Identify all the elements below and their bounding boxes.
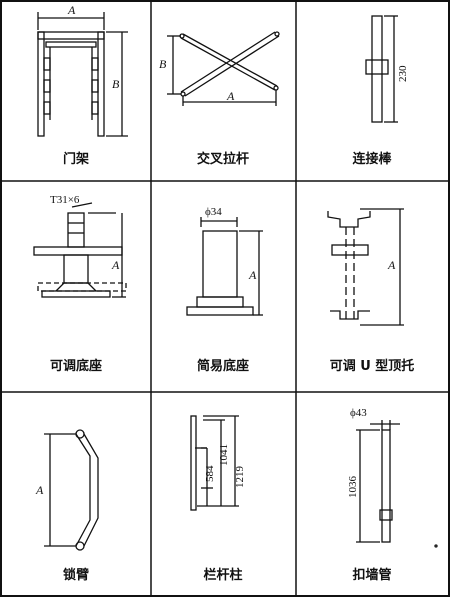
cell-cross-brace: B A 交叉拉杆 — [151, 2, 295, 180]
railing-post-dim-1219: 1219 — [234, 466, 246, 489]
caption-u-head-jack: 可调 U 型顶托 — [329, 359, 415, 374]
simple-base-height-label: A — [248, 268, 257, 282]
wall-tie-tube-length-label: 1036 — [347, 476, 359, 499]
cell-wall-tie-tube: ϕ43 1036 扣墙管 — [300, 394, 444, 594]
cell-railing-post: 584 1041 1219 栏杆柱 — [151, 394, 295, 594]
lock-arm-drawing: A — [35, 429, 99, 551]
cell-lock-arm: A 锁臂 — [4, 394, 148, 594]
caption-railing-post: 栏杆柱 — [203, 568, 243, 583]
caption-simple-base: 简易底座 — [196, 359, 249, 374]
adjustable-base-height-label: A — [111, 258, 120, 272]
u-head-jack-drawing: A — [327, 208, 404, 326]
cell-simple-base: ϕ34 A 简易底座 — [151, 183, 295, 391]
adjustable-base-thread-label: T31×6 — [50, 194, 80, 206]
cross-brace-side-label: B — [159, 57, 167, 71]
caption-door-frame: 门架 — [62, 152, 89, 167]
cross-brace-drawing: B A — [159, 31, 280, 106]
cell-adjustable-base: T31×6 A 可调底座 — [4, 183, 148, 391]
cell-u-head-jack: A 可调 U 型顶托 — [300, 183, 444, 391]
caption-adjustable-base: 可调底座 — [49, 359, 102, 374]
cross-brace-bottom-label: A — [226, 89, 235, 103]
door-frame-width-label: A — [67, 3, 76, 17]
simple-base-diameter-label: ϕ34 — [205, 206, 222, 218]
simple-base-drawing: ϕ34 A — [186, 206, 263, 316]
railing-post-dim-584: 584 — [204, 465, 216, 482]
door-frame-drawing: A B — [37, 3, 128, 137]
railing-post-dim-1041: 1041 — [218, 444, 230, 466]
cell-door-frame: A B 门架 — [4, 2, 148, 180]
cell-connecting-rod: 230 连接棒 — [300, 2, 444, 180]
caption-connecting-rod: 连接棒 — [352, 152, 392, 167]
connecting-rod-drawing: 230 — [365, 15, 409, 123]
adjustable-base-drawing: T31×6 A — [33, 194, 127, 298]
railing-post-drawing: 584 1041 1219 — [190, 415, 246, 511]
caption-cross-brace: 交叉拉杆 — [196, 152, 249, 167]
connecting-rod-length-label: 230 — [397, 65, 409, 82]
door-frame-height-label: B — [112, 77, 120, 91]
lock-arm-length-label: A — [35, 483, 44, 497]
caption-lock-arm: 锁臂 — [62, 568, 89, 583]
wall-tie-tube-diameter-label: ϕ43 — [350, 407, 367, 419]
u-head-jack-height-label: A — [387, 258, 396, 272]
caption-wall-tie-tube: 扣墙管 — [352, 568, 392, 583]
wall-tie-tube-drawing: ϕ43 1036 — [347, 407, 438, 548]
